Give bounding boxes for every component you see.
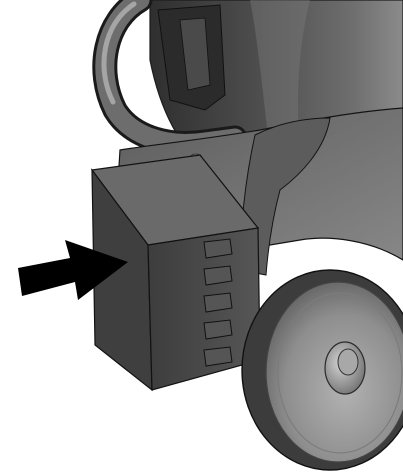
latch-clip [203,292,233,313]
upper-housing-highlight [250,0,310,150]
latch-clip [203,265,233,286]
box-latch-clips [203,238,233,367]
latch-clip [203,346,233,367]
latch-clip [203,238,233,259]
inner-bracket [179,17,211,91]
wheel-hub-cap [337,348,359,376]
callout-arrow [18,240,128,300]
latch-clip [203,319,233,340]
handle-tube-shine [101,1,137,105]
front-wheel-ring [277,292,403,454]
